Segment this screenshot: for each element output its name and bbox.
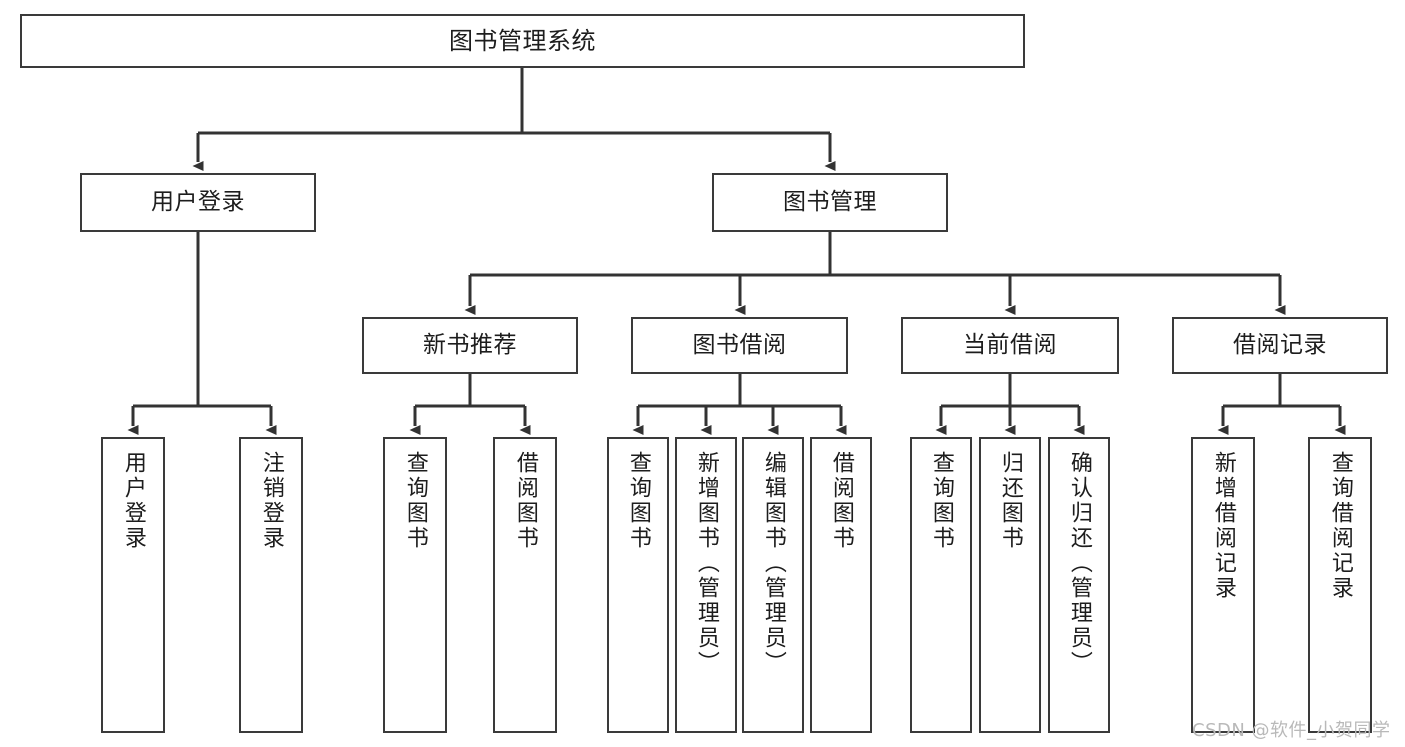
node-label: 查询图书 [402, 451, 428, 551]
node-label: 图书借阅 [692, 331, 787, 358]
node-label: 图书管理系统 [449, 26, 596, 55]
node-label: 查询借阅记录 [1327, 451, 1353, 601]
leaf-current-borrow-confirm-return[interactable]: 确认归还（管理员） [1048, 437, 1110, 733]
node-label: 新书推荐 [423, 331, 517, 358]
node-label: 确认归还（管理员） [1066, 451, 1092, 676]
leaf-book-borrow-edit[interactable]: 编辑图书（管理员） [742, 437, 804, 733]
node-label: 查询图书 [928, 451, 954, 551]
leaf-book-borrow-add[interactable]: 新增图书（管理员） [675, 437, 737, 733]
node-root-system[interactable]: 图书管理系统 [20, 14, 1025, 68]
leaf-current-borrow-return[interactable]: 归还图书 [979, 437, 1041, 733]
leaf-new-book-query[interactable]: 查询图书 [383, 437, 447, 733]
node-label: 新增借阅记录 [1210, 451, 1236, 601]
node-label: 用户登录 [151, 188, 245, 215]
node-book-management[interactable]: 图书管理 [712, 173, 948, 232]
leaf-new-book-borrow[interactable]: 借阅图书 [493, 437, 557, 733]
node-label: 注销登录 [258, 451, 284, 551]
node-label: 用户登录 [120, 451, 146, 551]
node-book-borrow[interactable]: 图书借阅 [631, 317, 848, 374]
node-label: 新增图书（管理员） [693, 451, 719, 676]
node-label: 编辑图书（管理员） [760, 451, 786, 676]
node-user-login[interactable]: 用户登录 [80, 173, 316, 232]
node-label: 借阅图书 [512, 451, 538, 551]
leaf-current-borrow-query[interactable]: 查询图书 [910, 437, 972, 733]
node-label: 当前借阅 [963, 331, 1057, 358]
node-label: 图书管理 [783, 188, 877, 215]
node-label: 借阅记录 [1233, 331, 1327, 358]
leaf-user-login-login[interactable]: 用户登录 [101, 437, 165, 733]
node-label: 查询图书 [625, 451, 651, 551]
node-label: 归还图书 [997, 451, 1023, 551]
node-new-book-recommend[interactable]: 新书推荐 [362, 317, 578, 374]
node-borrow-records[interactable]: 借阅记录 [1172, 317, 1388, 374]
csdn-watermark: CSDN @软件_小贺同学 [1192, 720, 1391, 741]
leaf-book-borrow-query[interactable]: 查询图书 [607, 437, 669, 733]
leaf-book-borrow-borrow[interactable]: 借阅图书 [810, 437, 872, 733]
leaf-borrow-records-add[interactable]: 新增借阅记录 [1191, 437, 1255, 733]
node-current-borrow[interactable]: 当前借阅 [901, 317, 1119, 374]
node-label: 借阅图书 [828, 451, 854, 551]
leaf-user-login-logout[interactable]: 注销登录 [239, 437, 303, 733]
leaf-borrow-records-query[interactable]: 查询借阅记录 [1308, 437, 1372, 733]
